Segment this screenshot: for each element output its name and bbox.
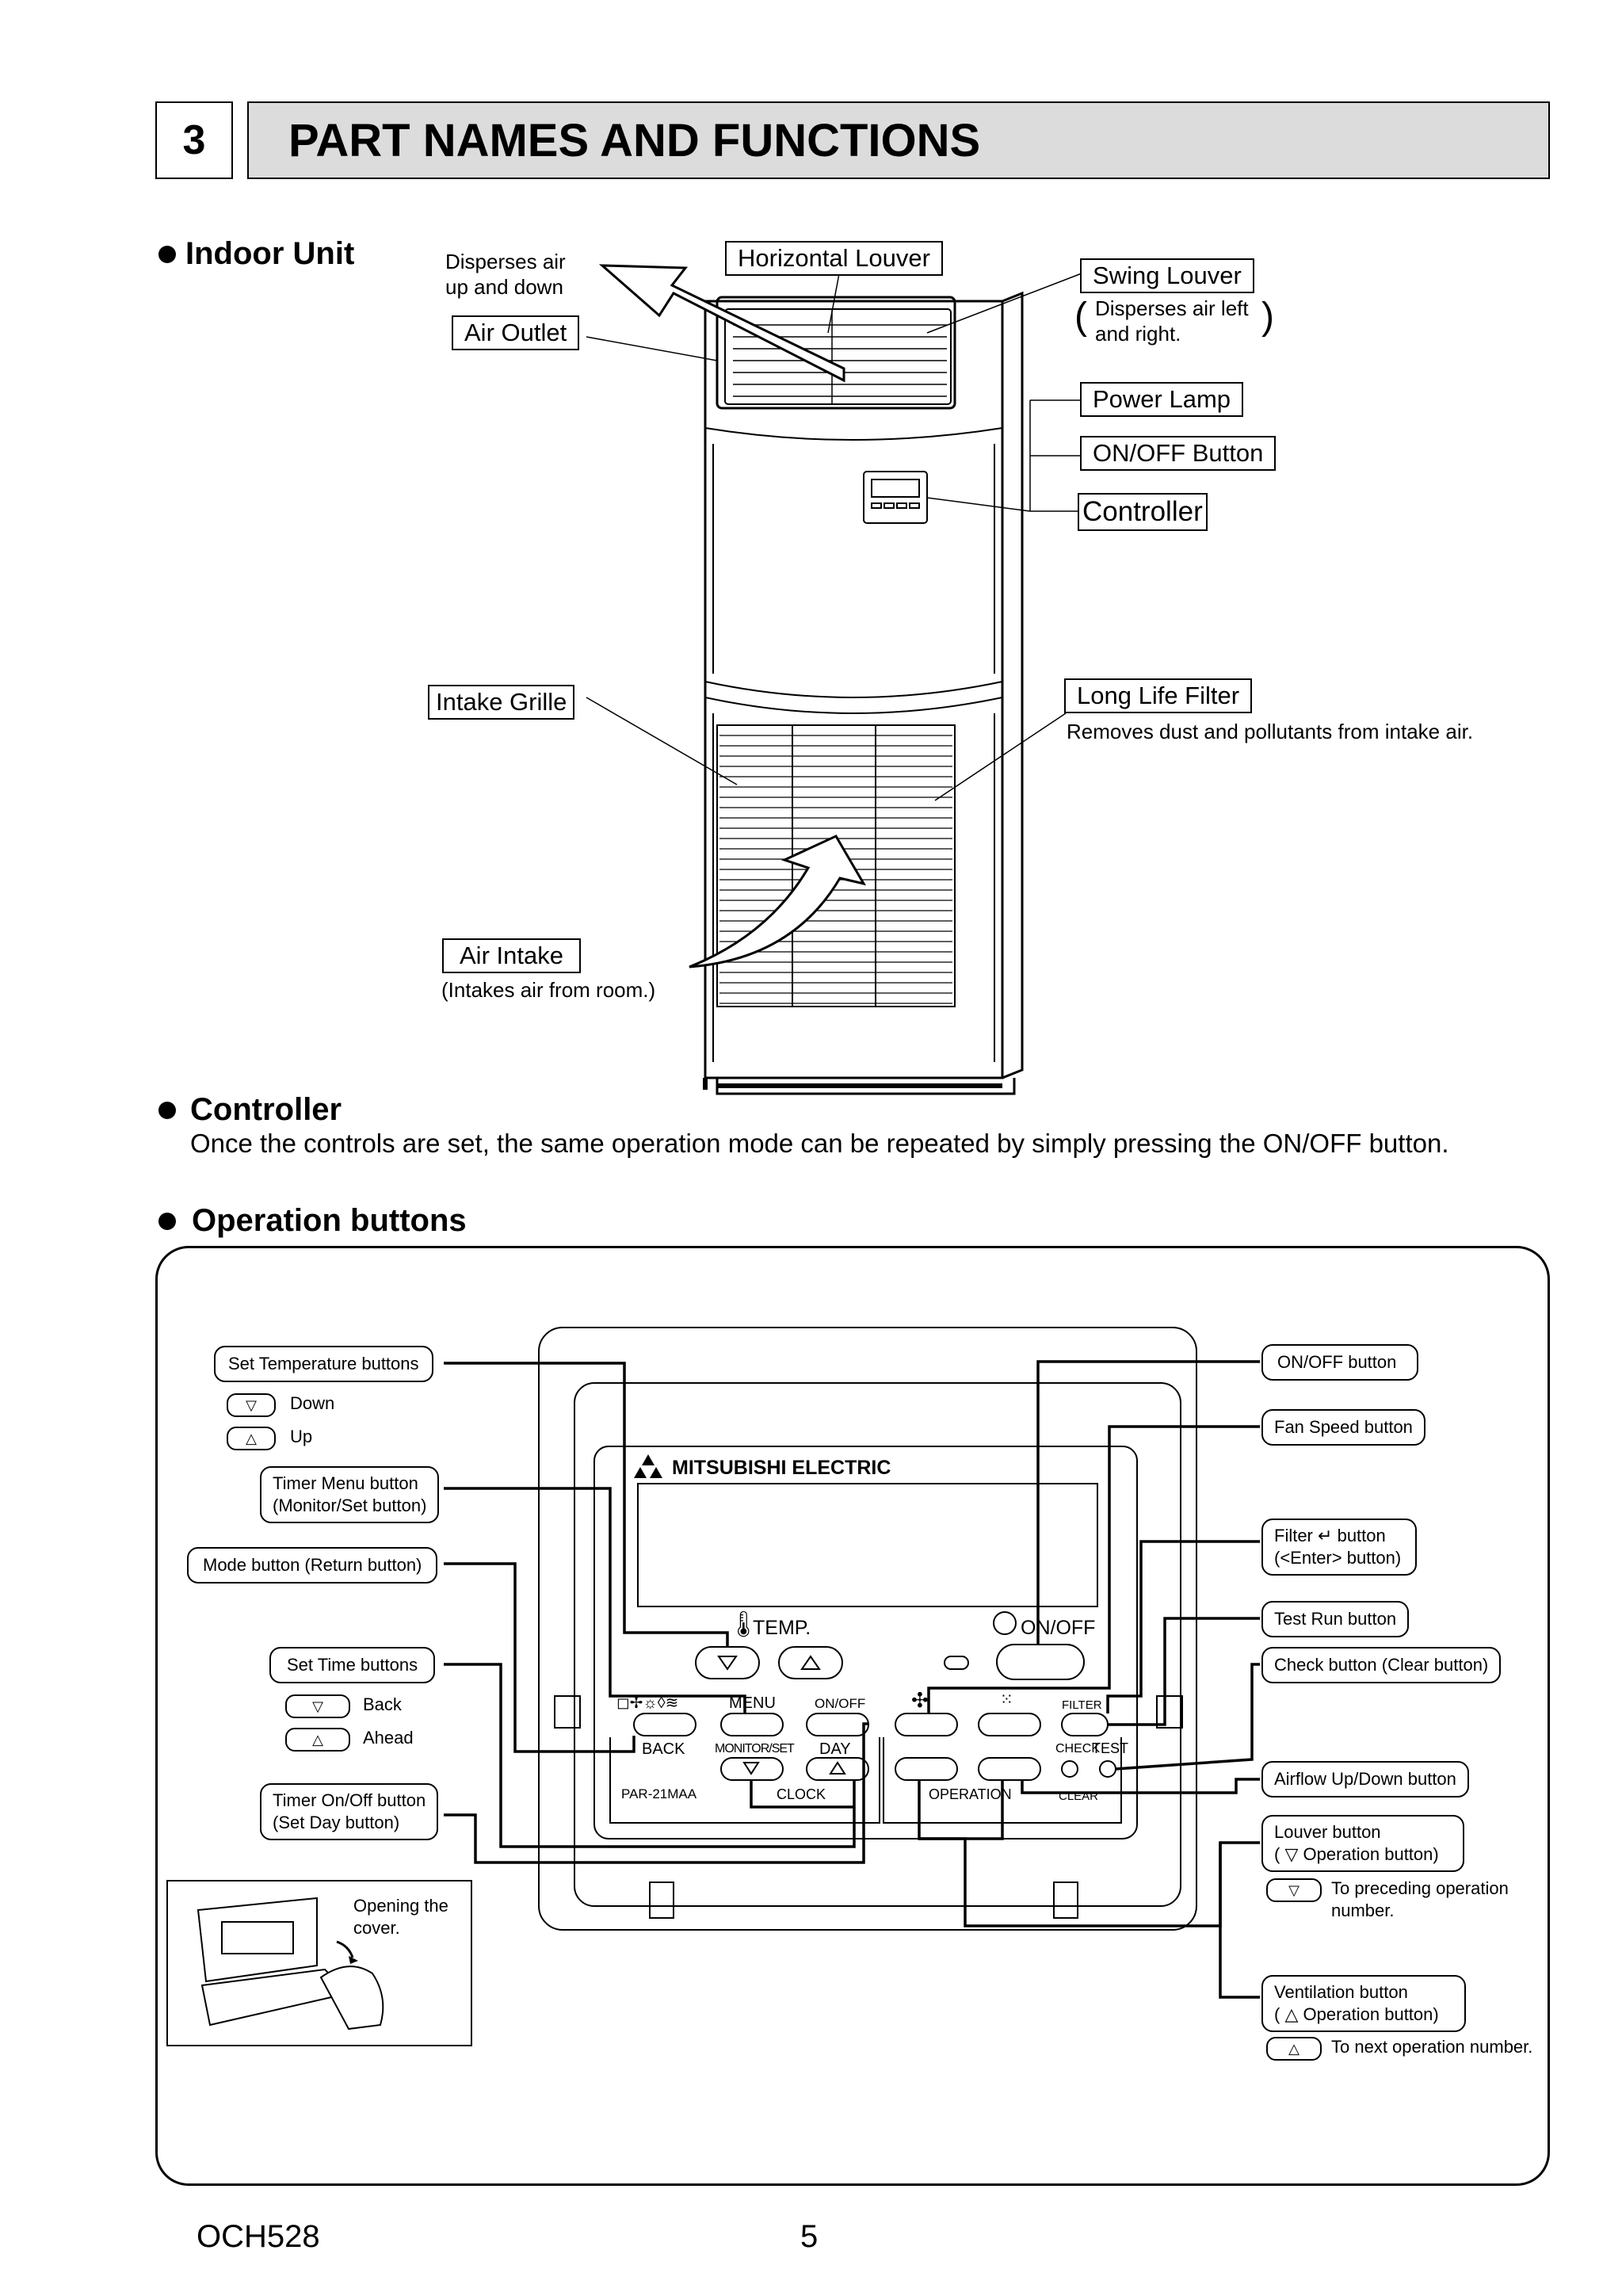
cover-illustration-box: [166, 1880, 472, 2046]
ahead-label: Ahead: [363, 1728, 414, 1748]
disperses-line-2: up and down: [445, 275, 563, 299]
timer-onoff-line-2: (Set Day button): [273, 1813, 400, 1832]
remote-timer-onoff: ON/OFF: [815, 1696, 866, 1711]
check-callout: Check button (Clear button): [1261, 1647, 1502, 1683]
back-label: Back: [363, 1694, 402, 1714]
timer-menu-line-2: (Monitor/Set button): [273, 1496, 427, 1515]
swing-desc-line-1: Disperses air left: [1095, 296, 1249, 320]
controller-heading: Controller: [190, 1092, 342, 1127]
section-title: PART NAMES AND FUNCTIONS: [288, 114, 981, 166]
bullet-icon: [158, 1213, 176, 1230]
bullet-icon: [158, 246, 176, 263]
enter-arrow-icon: ↵: [1318, 1526, 1333, 1545]
thermometer-icon: 🌡: [727, 1610, 760, 1638]
remote-monitor-set: MONITOR/SET: [715, 1742, 795, 1755]
ventilation-callout: Ventilation button ( △ Operation button): [1261, 1975, 1466, 2032]
remote-clear: CLEAR: [1059, 1790, 1099, 1803]
bullet-icon: [158, 1102, 176, 1119]
filter-word: Filter: [1274, 1526, 1313, 1545]
louver-line-1: Louver button: [1274, 1822, 1381, 1842]
remote-back: BACK: [642, 1740, 685, 1758]
section-number-box: 3: [155, 101, 233, 179]
operation-frame: [155, 1246, 1550, 2186]
footer-code: OCH528: [197, 2219, 320, 2254]
mode-button-label: Mode button (Return button): [187, 1547, 438, 1584]
swing-paren-right: ): [1261, 296, 1274, 338]
remote-filter: FILTER: [1062, 1698, 1102, 1712]
airflow-callout: Airflow Up/Down button: [1261, 1761, 1469, 1797]
remote-operation: OPERATION: [929, 1786, 1012, 1802]
onoff-button-callout: ON/OFF button: [1261, 1344, 1419, 1381]
disperses-line-1: Disperses air: [445, 250, 566, 273]
up-triangle-icon: △: [1284, 2004, 1299, 2024]
set-time-label: Set Time buttons: [269, 1647, 436, 1683]
remote-check: CHECK: [1055, 1742, 1101, 1755]
section-number: 3: [182, 117, 206, 163]
remote-onoff: ON/OFF: [1021, 1617, 1096, 1639]
back-triangle-icon: ▽: [285, 1694, 350, 1718]
up-triangle-icon: △: [227, 1427, 276, 1450]
air-outlet-label: Air Outlet: [452, 315, 580, 350]
remote-day: DAY: [819, 1740, 851, 1758]
remote-test: TEST: [1092, 1740, 1129, 1756]
preceding-triangle-icon: ▽: [1266, 1878, 1322, 1902]
operation-heading: Operation buttons: [192, 1203, 467, 1238]
air-intake-label: Air Intake: [442, 938, 581, 973]
remote-menu: MENU: [729, 1694, 776, 1712]
swing-louver-label: Swing Louver: [1080, 258, 1254, 293]
mode-icons: ◻✢☼◊≋: [616, 1694, 679, 1712]
power-lamp-label: Power Lamp: [1080, 382, 1244, 417]
filter-desc: Removes dust and pollutants from intake …: [1067, 720, 1474, 743]
timer-menu-label: Timer Menu button (Monitor/Set button): [260, 1466, 440, 1523]
timer-menu-line-1: Timer Menu button: [273, 1473, 418, 1493]
down-label: Down: [290, 1393, 335, 1413]
preceding-line-2: number.: [1331, 1901, 1395, 1920]
swing-desc-line-2: and right.: [1095, 322, 1181, 346]
filter-enter-line: (<Enter> button): [1274, 1548, 1402, 1568]
controller-desc: Once the controls are set, the same oper…: [190, 1129, 1449, 1158]
test-run-callout: Test Run button: [1261, 1601, 1410, 1637]
down-triangle-icon: ▽: [1284, 1844, 1299, 1864]
ventilation-line-1: Ventilation button: [1274, 1982, 1408, 2002]
horizontal-louver-label: Horizontal Louver: [725, 241, 943, 276]
up-label: Up: [290, 1427, 313, 1446]
next-triangle-icon: △: [1266, 2037, 1322, 2061]
remote-model: PAR-21MAA: [621, 1786, 697, 1801]
onoff-button-label: ON/OFF Button: [1080, 436, 1277, 471]
next-label: To next operation number.: [1331, 2037, 1533, 2057]
set-temperature-label: Set Temperature buttons: [214, 1346, 433, 1382]
ahead-triangle-icon: △: [285, 1728, 350, 1752]
fan-icon: ✣: [911, 1688, 929, 1712]
louver-callout: Louver button ( ▽ Operation button): [1261, 1815, 1464, 1872]
intake-grille-label: Intake Grille: [428, 685, 575, 720]
controller-label: Controller: [1078, 493, 1208, 531]
opening-line-1: Opening the: [353, 1896, 448, 1916]
louver-icon: ⁙: [1000, 1691, 1013, 1709]
swing-paren-left: (: [1074, 296, 1087, 338]
intake-desc: (Intakes air from room.): [441, 978, 656, 1002]
long-life-filter-label: Long Life Filter: [1064, 678, 1253, 713]
remote-brand: MITSUBISHI ELECTRIC: [672, 1457, 891, 1479]
filter-button-word: button: [1337, 1526, 1386, 1545]
down-triangle-icon: ▽: [227, 1393, 276, 1417]
louver-line-2: Operation button): [1303, 1844, 1439, 1864]
preceding-line-1: To preceding operation: [1331, 1878, 1509, 1898]
fan-speed-callout: Fan Speed button: [1261, 1409, 1425, 1446]
remote-temp: TEMP.: [753, 1617, 811, 1639]
ventilation-line-2: Operation button): [1303, 2004, 1439, 2024]
section-title-box: PART NAMES AND FUNCTIONS: [247, 101, 1550, 179]
indoor-unit-heading: Indoor Unit: [185, 236, 355, 271]
timer-onoff-line-1: Timer On/Off button: [273, 1790, 426, 1810]
filter-callout: Filter ↵ button (<Enter> button): [1261, 1519, 1418, 1576]
timer-onoff-label: Timer On/Off button (Set Day button): [260, 1783, 439, 1840]
footer-page: 5: [800, 2219, 819, 2254]
remote-clock: CLOCK: [777, 1786, 826, 1802]
opening-line-2: cover.: [353, 1918, 400, 1938]
